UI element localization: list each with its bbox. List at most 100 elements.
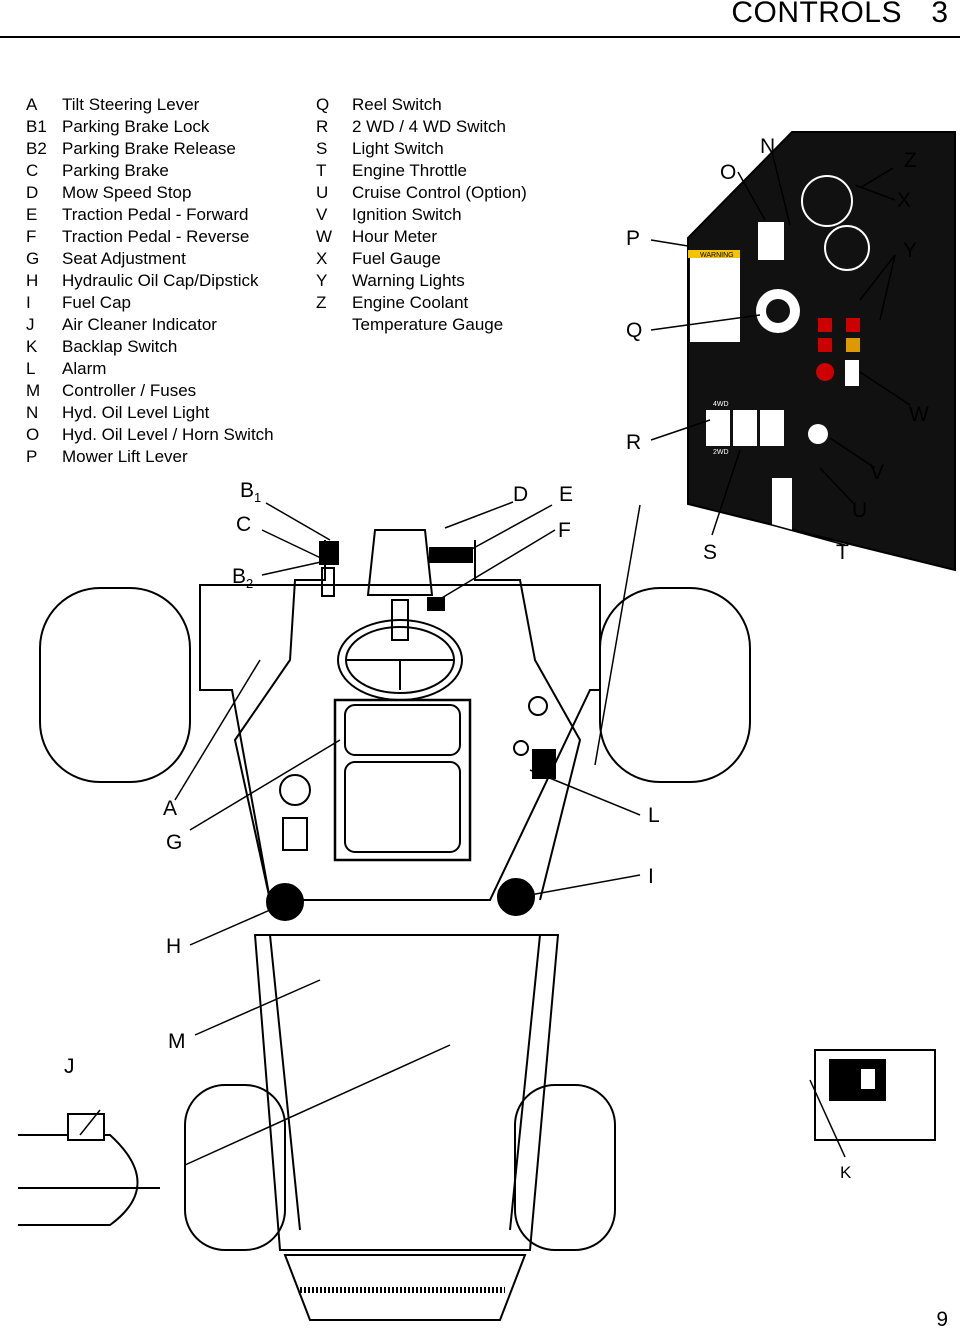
legend-code: Q [316, 95, 330, 114]
legend-label: Parking Brake [62, 161, 169, 180]
legend-code: P [26, 447, 38, 466]
legend-label: Hyd. Oil Level / Horn Switch [62, 425, 274, 444]
legend-code: B2 [26, 139, 47, 158]
legend-item: P Mower Lift Lever [26, 446, 274, 468]
legend-code: S [316, 139, 328, 158]
legend-label: Cruise Control (Option) [352, 183, 527, 202]
legend-item: S Light Switch [316, 138, 527, 160]
callout-p: P [626, 227, 641, 250]
legend-item: U Cruise Control (Option) [316, 182, 527, 204]
legend-item: C Parking Brake [26, 160, 274, 182]
callout-b2: B2 [232, 565, 254, 592]
legend-item: T Engine Throttle [316, 160, 527, 182]
legend-label: Ignition Switch [352, 205, 462, 224]
legend-code: F [26, 227, 37, 246]
callout-w: W [909, 403, 929, 426]
legend-code: G [26, 249, 40, 268]
legend-item: K Backlap Switch [26, 336, 274, 358]
legend-label: Reel Switch [352, 95, 442, 114]
page-header: CONTROLS 3 [0, 0, 960, 38]
legend-label: 2 WD / 4 WD Switch [352, 117, 506, 136]
legend-code: U [316, 183, 329, 202]
legend-item: O Hyd. Oil Level / Horn Switch [26, 424, 274, 446]
legend-code: L [26, 359, 36, 378]
legend-code: R [316, 117, 329, 136]
legend-item: X Fuel Gauge [316, 248, 527, 270]
callout-f: F [558, 519, 571, 542]
legend-item: N Hyd. Oil Level Light [26, 402, 274, 424]
legend-label: Engine Coolant [352, 293, 469, 312]
legend-label: Mow Speed Stop [62, 183, 192, 202]
legend-label: Mower Lift Lever [62, 447, 188, 466]
legend-code: A [26, 95, 38, 114]
legend-code: X [316, 249, 328, 268]
legend-code: T [316, 161, 327, 180]
legend-item: Q Reel Switch [316, 94, 527, 116]
section-title: CONTROLS [731, 0, 902, 29]
legend-label: Traction Pedal - Forward [62, 205, 249, 224]
callout-i: I [648, 865, 654, 888]
callout-x: X [897, 189, 912, 212]
legend-label: Hour Meter [352, 227, 438, 246]
legend-label: Light Switch [352, 139, 444, 158]
legend-code: K [26, 337, 38, 356]
callout-u: U [852, 499, 868, 522]
legend-code: N [26, 403, 39, 422]
right-front-wheel [514, 1084, 616, 1251]
legend-item: F Traction Pedal - Reverse [26, 226, 274, 248]
legend-item: J Air Cleaner Indicator [26, 314, 274, 336]
legend-label: Fuel Cap [62, 293, 131, 312]
legend-code: B1 [26, 117, 47, 136]
legend-label: Fuel Gauge [352, 249, 441, 268]
svg-text:2WD: 2WD [713, 449, 729, 456]
legend-label: Traction Pedal - Reverse [62, 227, 250, 246]
legend-label: Hyd. Oil Level Light [62, 403, 210, 422]
callout-m: M [168, 1030, 186, 1053]
legend-code: I [26, 293, 31, 312]
legend-code: C [26, 161, 39, 180]
callout-a: A [163, 797, 178, 820]
legend-code: D [26, 183, 39, 202]
callout-q: Q [626, 319, 643, 342]
callout-z: Z [904, 149, 917, 172]
callout-v: V [870, 461, 885, 484]
callout-d: D [513, 483, 529, 506]
legend-label: Warning Lights [352, 271, 465, 290]
legend-code: J [26, 315, 35, 334]
legend-item: W Hour Meter [316, 226, 527, 248]
legend-item: R 2 WD / 4 WD Switch [316, 116, 527, 138]
legend-label: Engine Throttle [352, 161, 467, 180]
left-front-wheel [184, 1084, 286, 1251]
callout-e: E [559, 483, 574, 506]
callout-n: N [760, 135, 776, 158]
legend-code: M [26, 381, 41, 400]
legend-code: V [316, 205, 328, 224]
callout-k: K [840, 1163, 852, 1182]
callout-o: O [720, 161, 737, 184]
callout-t: T [836, 541, 849, 564]
page-number: 9 [936, 1308, 948, 1331]
legend-label: Backlap Switch [62, 337, 178, 356]
legend-label: Air Cleaner Indicator [62, 315, 217, 334]
callout-h: H [166, 935, 182, 958]
legend-code: Y [316, 271, 328, 290]
legend-code: W [316, 227, 333, 246]
legend-item: V Ignition Switch [316, 204, 527, 226]
callout-b1: B1 [240, 479, 262, 506]
right-rear-wheel [599, 587, 751, 783]
legend-item: I Fuel Cap [26, 292, 274, 314]
legend-label: Temperature Gauge [352, 315, 504, 334]
legend-code: O [26, 425, 40, 444]
legend-code: E [26, 205, 38, 224]
legend-item: E Traction Pedal - Forward [26, 204, 274, 226]
